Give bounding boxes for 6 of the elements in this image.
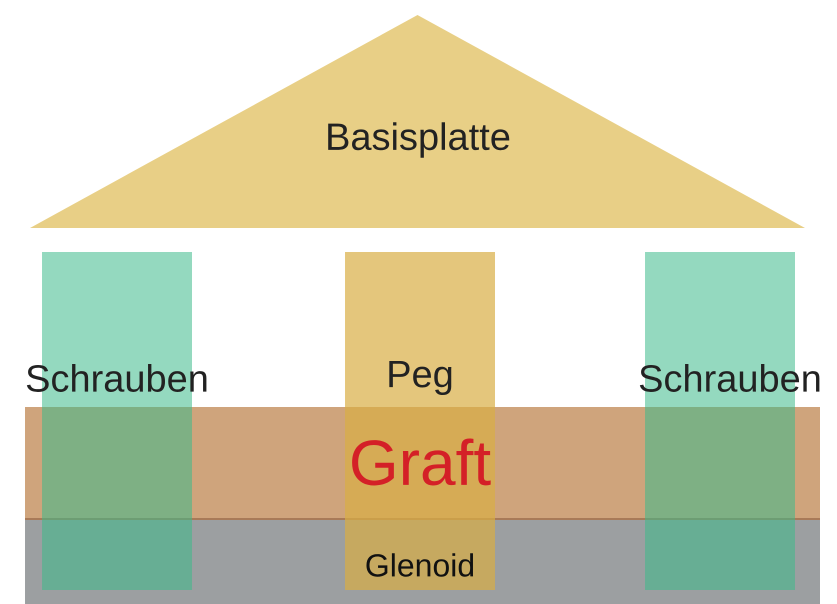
node-label: Peg [389,360,452,395]
node-label: Graft [352,438,491,486]
base-plate-triangle [30,15,805,228]
peg-bar [345,252,495,407]
node-label: Glenoid [366,553,474,577]
node-label: Basisplatte [328,122,510,158]
